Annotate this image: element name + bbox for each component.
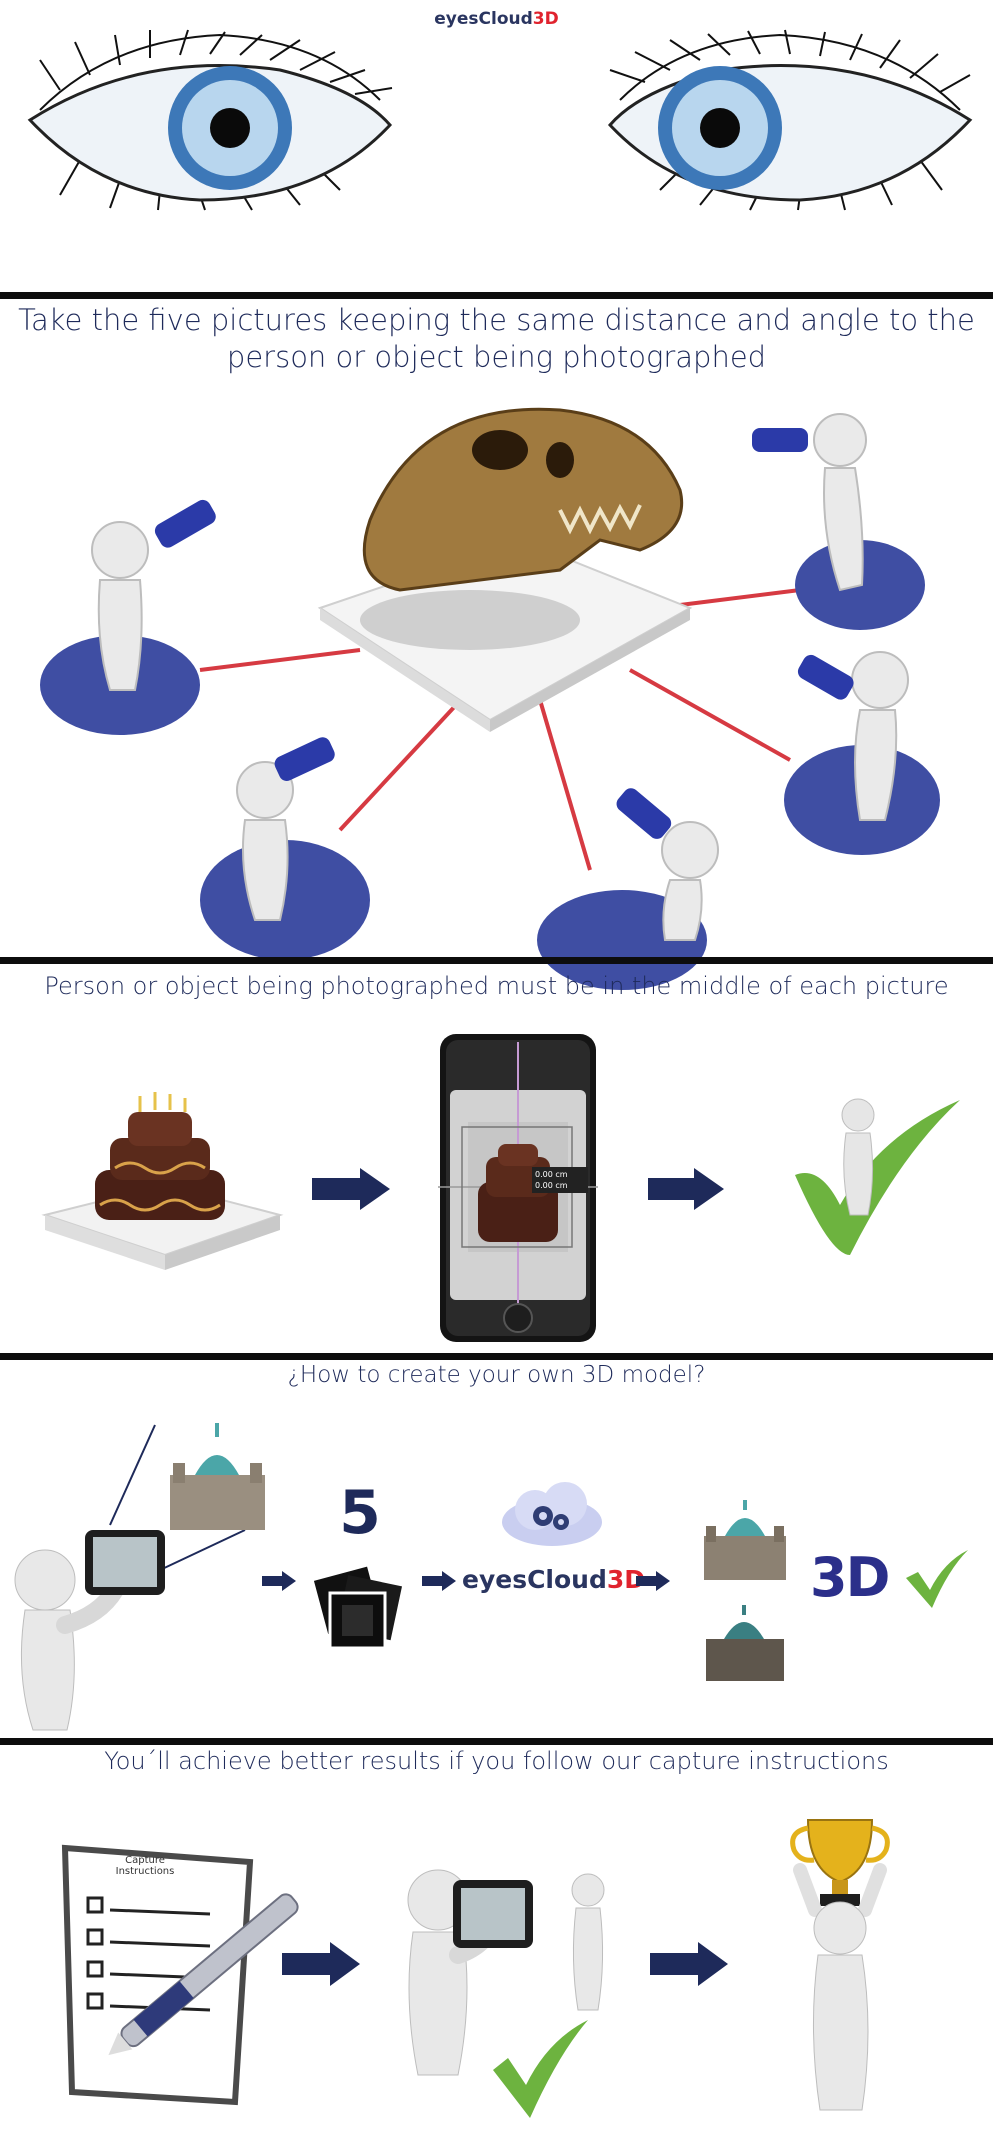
trophy-winner-figure	[790, 1819, 890, 2111]
measure-value-2: 0.00 cm	[535, 1181, 568, 1190]
five-photographers-diagram	[40, 407, 940, 990]
section-divider	[0, 1738, 993, 1745]
model-building-front	[704, 1500, 786, 1580]
left-eye-illustration	[27, 29, 393, 211]
process-brand-logo: eyesCloud3D	[462, 1564, 645, 1596]
section-4-heading: You´ll achieve better results if you fol…	[104, 1747, 889, 1775]
check-mark-icon	[906, 1550, 968, 1608]
arrow-right-icon	[312, 1168, 390, 1210]
process-brand-name: eyesCloud	[462, 1565, 607, 1594]
cake-on-platform	[41, 1092, 284, 1270]
arrow-right-icon	[422, 1571, 456, 1591]
person-photographing-building	[14, 1423, 265, 1731]
photo-stack-icon	[313, 1566, 403, 1650]
checklist-title: Capture Instructions	[115, 1855, 175, 1877]
capture-checklist-illustration	[61, 1844, 299, 2106]
brand-accent: 3D	[532, 9, 559, 29]
arrow-right-icon	[282, 1942, 360, 1986]
section-2-heading: Person or object being photographed must…	[44, 972, 949, 1000]
right-eye-illustration	[607, 29, 973, 211]
arrow-right-icon	[636, 1571, 670, 1591]
photo-count: 5	[339, 1478, 381, 1548]
person-capturing-subject	[407, 1869, 605, 2118]
measure-value-1: 0.00 cm	[535, 1170, 568, 1179]
brand-logo: eyesCloud3D	[0, 9, 993, 29]
approval-check-figure	[795, 1098, 960, 1255]
arrow-right-icon	[648, 1168, 724, 1210]
arrow-right-icon	[650, 1942, 728, 1986]
section-1-heading: Take the five pictures keeping the same …	[18, 303, 975, 374]
result-3d-badge: 3D	[810, 1546, 890, 1609]
cloud-gears-icon	[502, 1482, 602, 1546]
brand-name: eyesCloud	[434, 9, 533, 29]
measure-readout: 0.00 cm 0.00 cm	[532, 1167, 588, 1193]
arrow-right-icon	[262, 1571, 296, 1591]
section-3-heading: ¿How to create your own 3D model?	[287, 1362, 706, 1388]
section-divider	[0, 957, 993, 964]
section-divider	[0, 1353, 993, 1360]
model-building-angle	[706, 1605, 784, 1681]
section-divider	[0, 292, 993, 299]
